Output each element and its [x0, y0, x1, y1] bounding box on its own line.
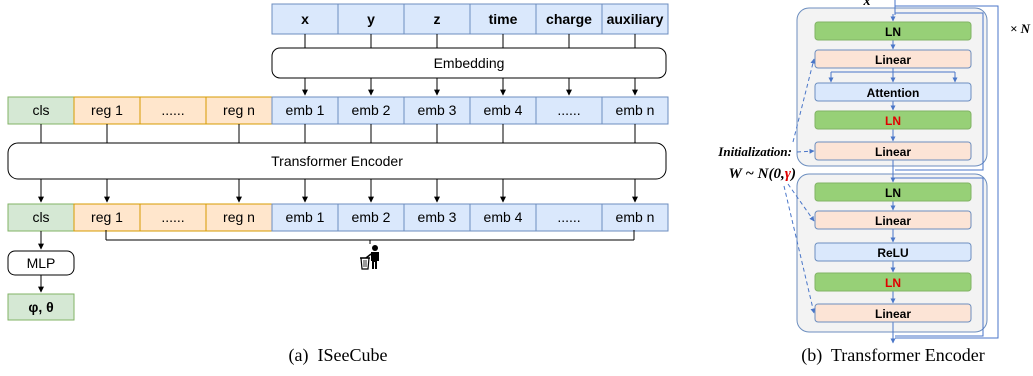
token-cell — [139, 96, 207, 125]
output-label: φ, θ — [28, 299, 53, 315]
input-features-row: x y z time charge auxiliary — [271, 3, 669, 35]
caption-b: (b) Transformer Encoder — [801, 345, 984, 366]
layer-label: Linear — [875, 214, 911, 228]
input-feature-label: z — [434, 11, 441, 27]
token-label: emb 2 — [352, 209, 391, 225]
input-to-embedding-connectors — [304, 34, 636, 48]
repeat-n-label: × N — [1010, 21, 1031, 36]
embedding-label: Embedding — [434, 55, 505, 71]
token-label: ...... — [557, 102, 580, 118]
token-cell — [601, 203, 669, 232]
token-label: emb 3 — [418, 209, 457, 225]
layer-box — [814, 110, 972, 130]
token-label: ...... — [557, 209, 580, 225]
initialization-formula: W ~ N(0,γ) — [729, 166, 796, 182]
token-cell — [73, 96, 141, 125]
layer-box — [814, 21, 972, 41]
formula-prefix: W ~ N(0, — [729, 166, 785, 182]
layer-label: Linear — [875, 307, 911, 321]
tokens-to-encoder-connectors — [40, 124, 636, 143]
layer-box — [814, 242, 972, 262]
input-feature-label: charge — [546, 11, 592, 27]
token-label: reg 1 — [91, 209, 123, 225]
embedding-to-token-arrows — [302, 78, 638, 96]
token-cell — [469, 96, 537, 125]
layer-label: LN — [885, 186, 901, 200]
token-label: emb 1 — [286, 102, 325, 118]
token-label: reg n — [223, 102, 255, 118]
token-label: ...... — [161, 102, 184, 118]
input-x-symbol: x — [863, 0, 871, 9]
layer-box — [814, 210, 972, 230]
input-feature-cell — [271, 3, 339, 35]
token-cell — [205, 203, 273, 232]
mlp-label: MLP — [27, 255, 56, 271]
token-cell — [271, 96, 339, 125]
token-label: reg 1 — [91, 102, 123, 118]
embedding-box — [271, 47, 667, 79]
layer-label: Linear — [875, 145, 911, 159]
input-feature-cell — [601, 3, 669, 35]
token-row-input: cls reg 1...... reg n emb 1 emb 2 emb 3 emb 4.… — [7, 96, 669, 125]
layer-box — [814, 82, 972, 102]
token-cell — [337, 96, 405, 125]
layer-box — [814, 182, 972, 202]
input-feature-label: time — [489, 11, 518, 27]
encoder-to-output-arrows — [38, 179, 638, 203]
token-label: emb 4 — [484, 209, 523, 225]
transformer-encoder-label: Transformer Encoder — [271, 153, 403, 169]
token-cell — [535, 203, 603, 232]
layer-label: LN — [885, 25, 901, 39]
layer-box — [814, 272, 972, 292]
token-cell — [73, 203, 141, 232]
token-cell — [7, 203, 75, 232]
caption-a: (a) ISeeCube — [289, 345, 388, 366]
layer-label: Linear — [875, 53, 911, 67]
token-label: cls — [32, 102, 49, 118]
input-feature-cell — [337, 3, 405, 35]
residual-connections — [894, 6, 984, 337]
input-feature-label: y — [367, 11, 375, 27]
token-label: ...... — [161, 209, 184, 225]
token-label: reg n — [223, 209, 255, 225]
input-feature-label: x — [301, 11, 309, 27]
token-label: emb n — [616, 209, 655, 225]
token-label: emb 1 — [286, 209, 325, 225]
formula-gamma: γ — [785, 166, 792, 182]
inner-flow-arrows — [828, 14, 958, 344]
token-label: emb n — [616, 102, 655, 118]
token-label: emb 4 — [484, 102, 523, 118]
initialization-label: Initialization: — [717, 144, 792, 159]
token-cell — [469, 203, 537, 232]
layer-label: ReLU — [877, 246, 908, 260]
discard-trash-icon — [360, 245, 379, 270]
formula-suffix: ) — [789, 166, 796, 182]
initialization-dashed-arrows — [783, 58, 816, 314]
token-cell — [337, 203, 405, 232]
token-label: emb 3 — [418, 102, 457, 118]
output-box — [7, 293, 75, 321]
transformer-encoder-box — [7, 142, 667, 180]
layer-label: LN — [885, 114, 901, 128]
token-cell — [271, 203, 339, 232]
repeat-bracket — [894, 0, 999, 339]
discard-bracket — [105, 230, 635, 244]
token-cell — [139, 203, 207, 232]
token-cell — [403, 203, 471, 232]
input-feature-label: auxiliary — [607, 11, 664, 27]
panel-a-iseecube: x y z time charge auxiliary Embedding cls reg … — [7, 3, 669, 366]
layer-label: LN — [885, 276, 901, 290]
token-label: emb 2 — [352, 102, 391, 118]
token-label: cls — [32, 209, 49, 225]
token-row-output: cls reg 1...... reg n emb 1 emb 2 emb 3 emb 4.… — [7, 203, 669, 232]
layer-box — [814, 141, 972, 161]
layer-label: Attention — [867, 86, 920, 100]
